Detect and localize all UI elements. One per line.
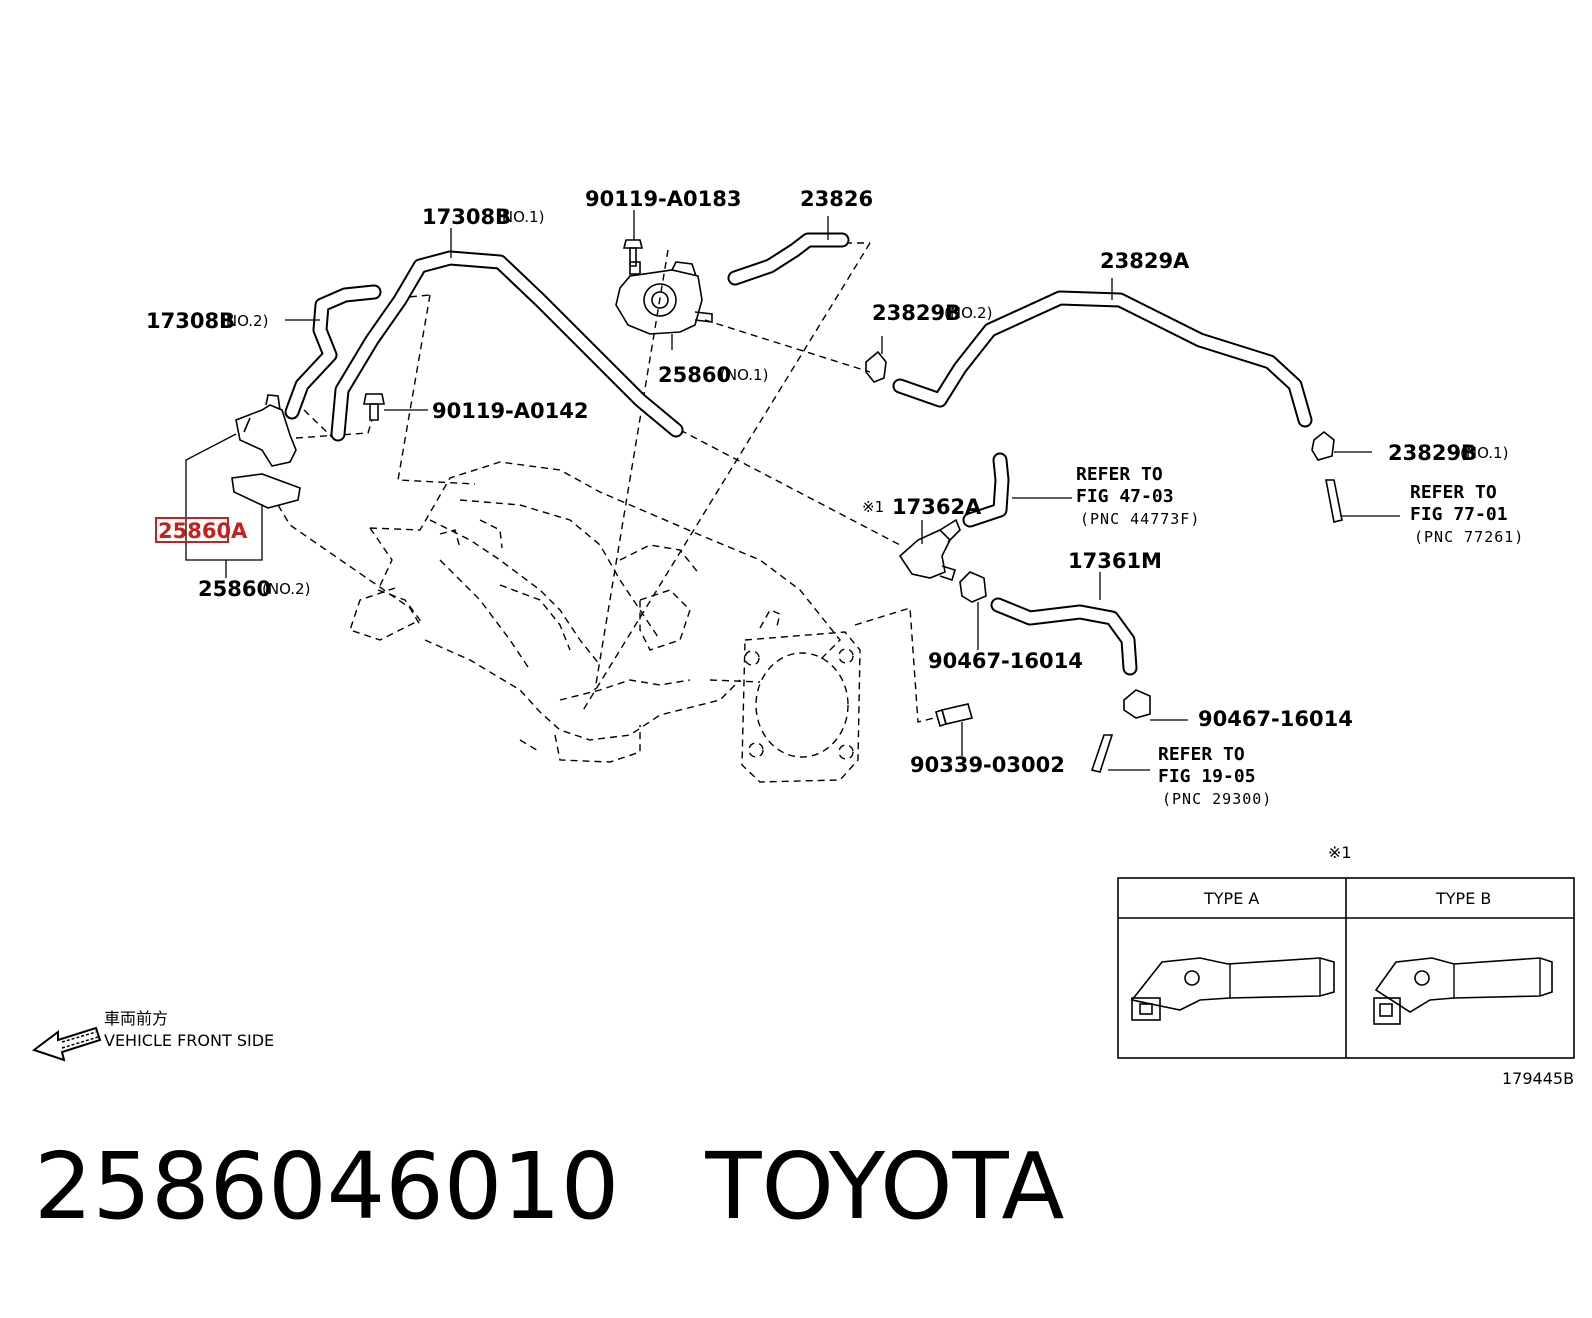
svg-text:(NO.1): (NO.1)	[720, 366, 768, 384]
throttle-body-outline	[741, 609, 861, 783]
inset-mark: ※1	[1328, 843, 1352, 862]
svg-text:(NO.2): (NO.2)	[944, 304, 992, 322]
label-90339-03002: 90339-03002	[910, 753, 1065, 777]
label-17361m: 17361M	[1068, 549, 1162, 573]
svg-text:(PNC 29300): (PNC 29300)	[1162, 790, 1272, 808]
bracket-25860a	[231, 473, 301, 509]
inset-type-a-header: TYPE A	[1203, 889, 1259, 908]
clamp-90467-16014-b	[1123, 689, 1151, 719]
clip-23829b-no2	[865, 350, 887, 383]
front-arrow-icon	[31, 1026, 102, 1062]
bolt-90119-a0142	[363, 393, 385, 421]
part-number: 2586046010	[34, 1133, 620, 1240]
svg-text:(PNC 77261): (PNC 77261)	[1414, 528, 1524, 546]
vsv-25860-no2	[235, 394, 297, 467]
hose-23826	[727, 232, 850, 286]
svg-text:REFER TO: REFER TO	[1158, 744, 1245, 765]
svg-text:23829B: 23829B	[872, 301, 961, 325]
refer-note-47-03: REFER TO FIG 47-03 (PNC 44773F)	[1076, 464, 1200, 528]
inset-type-b-header: TYPE B	[1435, 889, 1491, 908]
label-23826: 23826	[800, 187, 873, 211]
svg-text:25860: 25860	[198, 577, 271, 601]
svg-text:25860: 25860	[658, 363, 731, 387]
svg-text:車両前方: 車両前方	[104, 1009, 168, 1028]
svg-text:REFER TO: REFER TO	[1410, 482, 1497, 503]
plug-90339-03002	[935, 703, 974, 728]
hose-23829a	[892, 290, 1313, 428]
pipe-77-01	[1325, 479, 1343, 523]
svg-text:25860A: 25860A	[158, 519, 248, 543]
label-23829b-no2: 23829B (NO.2)	[872, 301, 992, 325]
type-inset-table: ※1 TYPE A TYPE B	[1117, 843, 1575, 1059]
hose-17308b-no2	[284, 284, 382, 420]
label-23829a: 23829A	[1100, 249, 1190, 273]
refer-note-77-01: REFER TO FIG 77-01 (PNC 77261)	[1410, 482, 1524, 546]
hose-47-03	[962, 452, 1010, 528]
type-b-union-drawing	[1373, 957, 1553, 1025]
svg-text:(NO.2): (NO.2)	[220, 312, 268, 330]
label-17308b-no2: 17308B (NO.2)	[146, 309, 268, 333]
union-17362a	[898, 518, 961, 582]
svg-text:(NO.1): (NO.1)	[496, 208, 544, 226]
svg-text:VEHICLE FRONT SIDE: VEHICLE FRONT SIDE	[104, 1031, 274, 1050]
vehicle-front-indicator: 車両前方 VEHICLE FRONT SIDE	[31, 1009, 274, 1062]
svg-text:FIG 47-03: FIG 47-03	[1076, 486, 1174, 507]
svg-text:REFER TO: REFER TO	[1076, 464, 1163, 485]
label-90467-16014-b: 90467-16014	[1198, 707, 1353, 731]
intake-manifold-outline	[349, 461, 841, 763]
svg-text:※1: ※1	[862, 498, 884, 516]
svg-text:(PNC 44773F): (PNC 44773F)	[1080, 510, 1200, 528]
hose-17361m	[990, 597, 1138, 676]
vsv-25860-no1	[615, 261, 713, 335]
label-23829b-no1: 23829B (NO.1)	[1388, 441, 1508, 465]
label-25860-no2: 25860 (NO.2)	[198, 577, 310, 601]
svg-text:(NO.2): (NO.2)	[262, 580, 310, 598]
svg-text:FIG 77-01: FIG 77-01	[1410, 504, 1508, 525]
svg-text:17308B: 17308B	[146, 309, 235, 333]
refer-note-19-05: REFER TO FIG 19-05 (PNC 29300)	[1158, 744, 1272, 808]
label-90119-a0142: 90119-A0142	[432, 399, 588, 423]
type-a-union-drawing	[1130, 957, 1335, 1021]
footer-caption: 2586046010 TOYOTA	[34, 1132, 1065, 1242]
svg-text:(NO.1): (NO.1)	[1460, 444, 1508, 462]
svg-text:17308B: 17308B	[422, 205, 511, 229]
leader-lines	[185, 210, 1400, 771]
bolt-90119-a0183	[622, 239, 644, 267]
label-25860a[interactable]: 25860A	[155, 517, 248, 543]
brand-name: TOYOTA	[705, 1133, 1065, 1240]
svg-text:FIG 19-05: FIG 19-05	[1158, 766, 1256, 787]
assembly-lines	[277, 242, 935, 723]
label-17308b-no1: 17308B (NO.1)	[422, 205, 544, 229]
label-90119-a0183: 90119-A0183	[585, 187, 741, 211]
svg-text:17362A: 17362A	[892, 495, 982, 519]
label-90467-16014-a: 90467-16014	[928, 649, 1083, 673]
label-25860-no1: 25860 (NO.1)	[658, 363, 768, 387]
pipe-19-05	[1090, 734, 1114, 773]
clip-23829b-no1	[1311, 430, 1335, 461]
hose-17308b-no1	[330, 250, 684, 442]
svg-text:23829B: 23829B	[1388, 441, 1477, 465]
clamp-90467-16014-a	[959, 571, 987, 603]
label-17362a: ※1 17362A	[862, 495, 982, 519]
figure-id: 179445B	[1502, 1069, 1574, 1088]
